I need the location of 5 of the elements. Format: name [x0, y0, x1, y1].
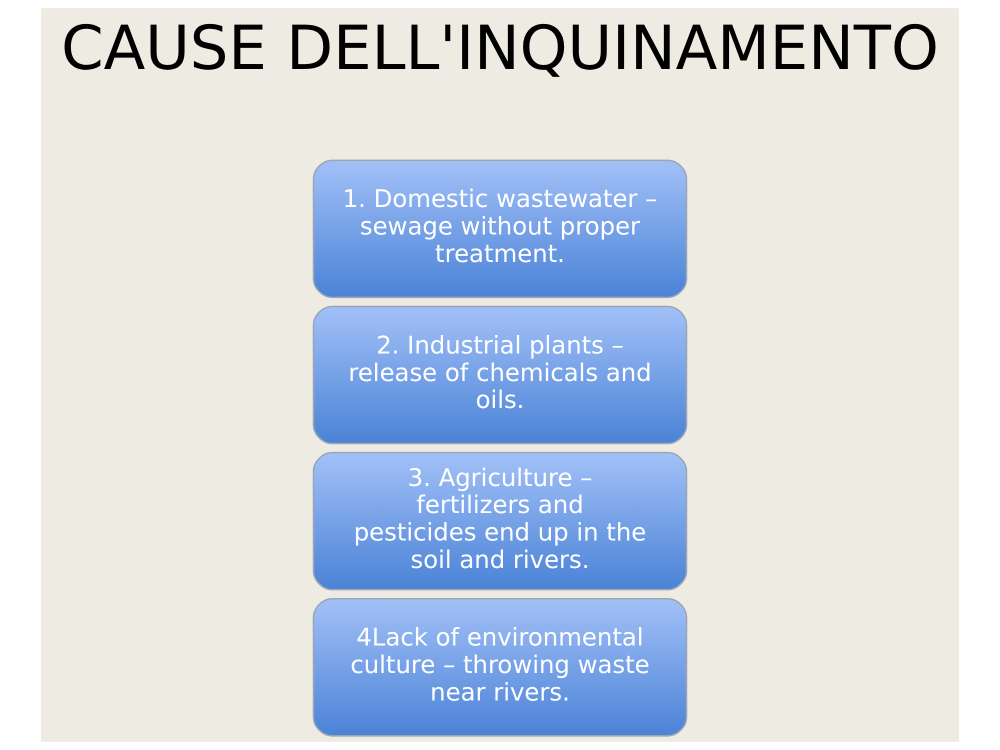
node-box: 2. Industrial plants – release of chemicals and oils. — [312, 306, 688, 444]
node-box: 1. Domestic wastewater – sewage without proper treatment. — [312, 160, 688, 298]
node-box: 3. Agriculture – fertilizers and pesticides end up in the soil and rivers. — [312, 452, 688, 590]
node-box: 4Lack of environmental culture – throwing waste near rivers. — [312, 598, 688, 737]
diagram-title: CAUSE DELL'INQUINAMENTO — [61, 13, 939, 84]
